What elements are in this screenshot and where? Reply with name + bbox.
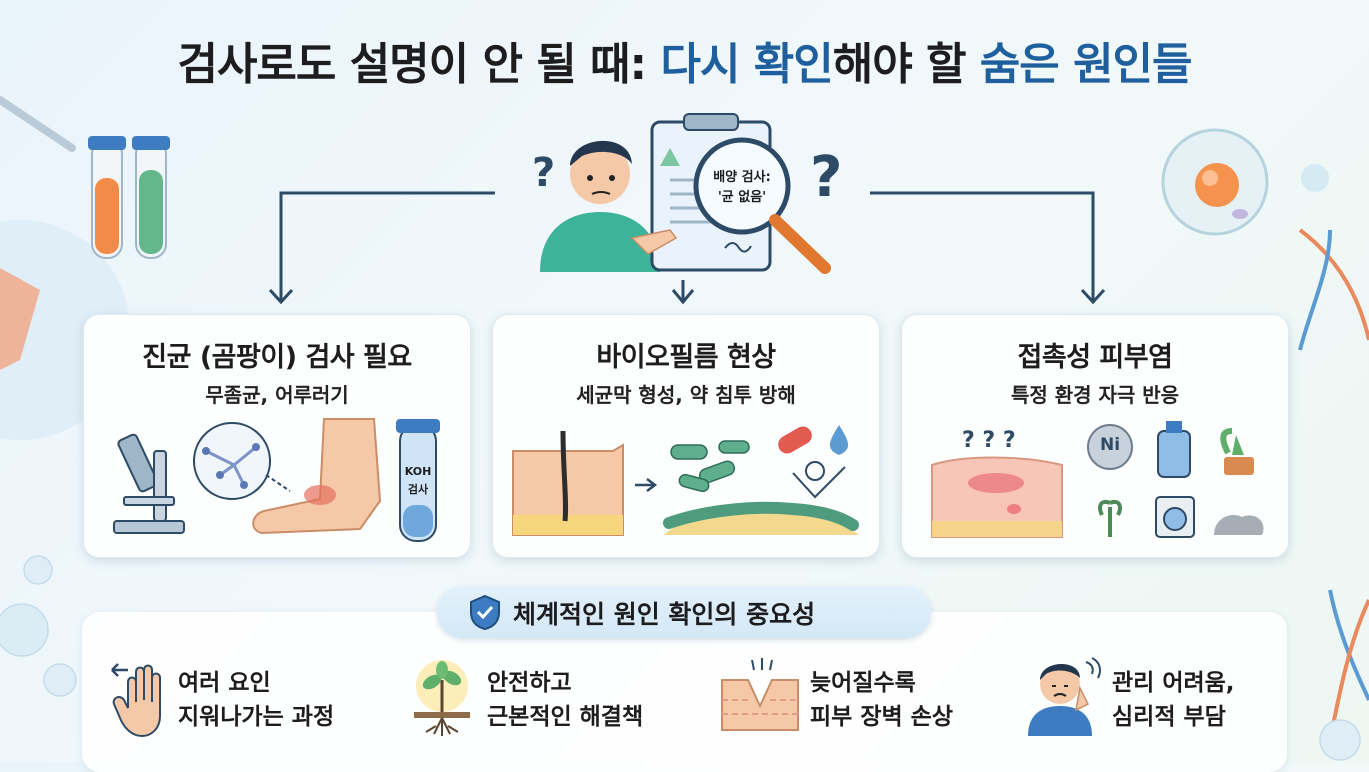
- skin-layer-icon: [512, 430, 624, 536]
- worried-person-icon: [540, 140, 660, 272]
- item-line2: 피부 장벽 손상: [810, 704, 953, 730]
- microscope-icon: [113, 433, 185, 534]
- flow-arrows: [268, 191, 1106, 305]
- dna-icon: [1298, 228, 1369, 741]
- tube-label-line2: 검사: [407, 483, 429, 496]
- item-line1: 여러 요인: [178, 670, 271, 696]
- sprout-roots-icon: [414, 660, 470, 736]
- blocked-icon: [805, 461, 825, 481]
- fungus-bubble-icon: [193, 422, 271, 500]
- central-illustration: ? ? 배양 검사: '균 없음': [520, 108, 870, 278]
- item-line1: 늦어질수록: [810, 670, 916, 696]
- raised-hand-icon: [111, 663, 161, 738]
- importance-panel: [82, 612, 1287, 772]
- item-line2: 심리적 부담: [1112, 704, 1226, 730]
- cell-icon: [1161, 128, 1269, 236]
- right-arrow-icon: [635, 478, 658, 492]
- detergent-bottle-icon: [1157, 421, 1191, 478]
- nickel-icon: [1087, 424, 1133, 470]
- item-line2: 지워나가는 과정: [178, 704, 335, 730]
- importance-item-1: 여러 요인 지워나가는 과정: [178, 666, 334, 734]
- card-title: 접촉성 피부염: [1017, 342, 1173, 373]
- importance-item-2: 안전하고 근본적인 해결책: [487, 666, 643, 734]
- magnifier-label-line1: 배양 검사:: [713, 170, 771, 185]
- item-line1: 안전하고: [487, 670, 572, 696]
- capsule-icon: [778, 426, 812, 454]
- card-subtitle: 세균막 형성, 약 침투 방해: [576, 383, 796, 407]
- svg-text:? ? ?: ? ? ?: [962, 428, 1016, 453]
- page-title: 검사로도 설명이 안 될 때: 다시 확인해야 할 숨은 원인들: [0, 28, 1369, 92]
- test-tube-icon: [88, 136, 170, 259]
- nickel-label: Ni: [1099, 435, 1121, 455]
- washing-machine-icon: [1155, 496, 1195, 538]
- title-part3: 해야 할: [832, 39, 980, 90]
- dust-icon: [1214, 515, 1264, 535]
- title-highlight-hidden-causes: 숨은 원인들: [979, 39, 1193, 90]
- koh-test-tube-icon: [396, 419, 440, 542]
- pipette-icon: [0, 96, 76, 370]
- water-drop-icon: [829, 425, 849, 455]
- pointing-hand-icon: [630, 229, 678, 255]
- card-contact-dermatitis: 접촉성 피부염 특정 환경 자극 반응 ? ? ? Ni: [901, 314, 1289, 558]
- shield-check-icon: [470, 594, 500, 630]
- tube-label-line1: KOH: [404, 465, 432, 478]
- item-line2: 근본적인 해결책: [487, 704, 644, 730]
- item-line1: 관리 어려움,: [1112, 670, 1235, 696]
- card-subtitle: 특정 환경 자극 반응: [1010, 383, 1180, 407]
- card-subtitle: 무좀균, 어루러기: [205, 383, 349, 407]
- importance-heading: 체계적인 원인 확인의 중요성: [513, 600, 816, 629]
- card-biofilm: 바이오필름 현상 세균막 형성, 약 침투 방해: [492, 314, 880, 558]
- magnifier-label-line2: '균 없음': [717, 190, 767, 205]
- leaf-icon: [1098, 500, 1122, 537]
- title-highlight-recheck: 다시 확인: [660, 39, 833, 90]
- plant-icon: [1220, 428, 1254, 475]
- card-fungal-test: 진균 (곰팡이) 검사 필요 무좀균, 어루러기 KOH 검사: [83, 314, 471, 558]
- importance-item-4: 관리 어려움, 심리적 부담: [1112, 666, 1235, 734]
- irritated-skin-icon: ? ? ?: [931, 428, 1063, 538]
- foot-icon: [252, 418, 382, 535]
- bacteria-icon: [670, 440, 750, 493]
- importance-item-3: 늦어질수록 피부 장벽 손상: [810, 666, 953, 734]
- card-title: 진균 (곰팡이) 검사 필요: [142, 342, 412, 373]
- stressed-person-icon: [1028, 657, 1101, 736]
- biofilm-layer-icon: [663, 501, 859, 535]
- question-mark-icon: ?: [532, 150, 555, 196]
- damaged-skin-icon: [721, 658, 799, 731]
- card-title: 바이오필름 현상: [596, 342, 776, 373]
- title-part1: 검사로도 설명이 안 될 때:: [177, 39, 661, 90]
- question-mark-icon: ?: [810, 145, 842, 210]
- importance-heading-pill: 체계적인 원인 확인의 중요성: [437, 586, 931, 638]
- magnifier-icon: [693, 137, 831, 274]
